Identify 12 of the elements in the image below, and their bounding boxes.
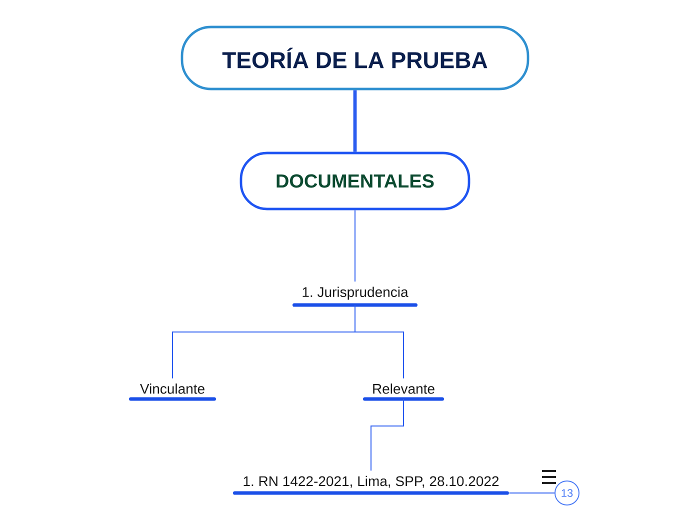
underlined-topic: 1. RN 1422-2021, Lima, SPP, 28.10.2022 <box>233 476 509 495</box>
underlined-topic: Vinculante <box>129 384 216 401</box>
connector-line <box>354 304 404 379</box>
category-box: DOCUMENTALES <box>240 152 470 210</box>
connector-line <box>370 398 404 472</box>
count-badge: 13 <box>554 480 580 506</box>
underlined-topic: Relevante <box>363 384 444 401</box>
connector-line <box>353 90 357 152</box>
underlined-topic: 1. Jurisprudencia <box>292 286 418 307</box>
connector-line <box>354 210 356 282</box>
connector-line <box>508 492 555 494</box>
title-box: TEORÍA DE LA PRUEBA <box>180 26 530 90</box>
